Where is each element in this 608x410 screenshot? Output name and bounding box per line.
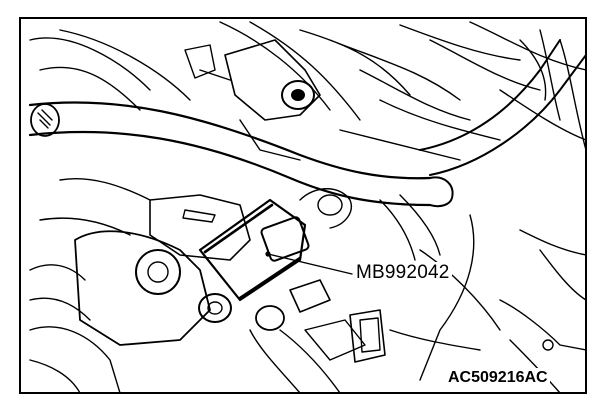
figure-frame [19,17,587,394]
callout-leader-line [267,253,353,275]
background-hose-lines [29,21,586,141]
special-tool [198,198,307,302]
left-bracket [74,230,211,346]
tool-callout-label: MB992042 [354,262,452,284]
center-bracket [149,194,251,261]
main-pipe [28,101,432,207]
figure-code: AC509216AC [446,368,550,387]
upper-right-hose [419,39,586,176]
